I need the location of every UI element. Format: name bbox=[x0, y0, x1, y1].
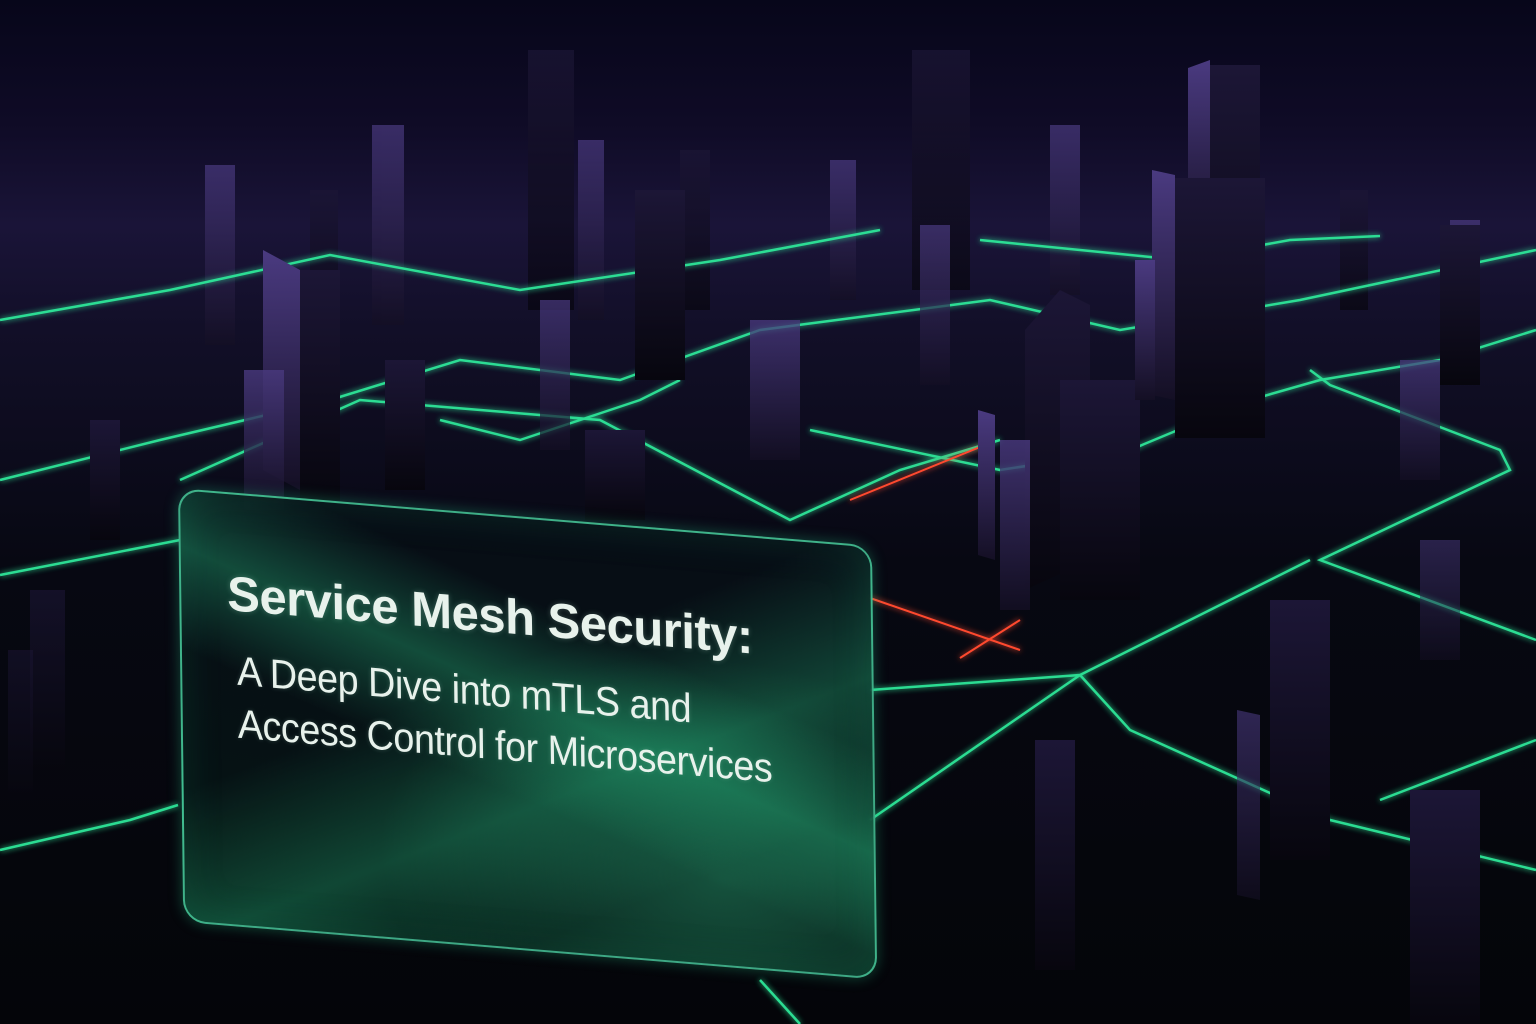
foreground-towers bbox=[8, 60, 1480, 1024]
title-card: Service Mesh Security: A Deep Dive into … bbox=[178, 488, 878, 980]
distant-towers bbox=[205, 50, 1480, 350]
card-subtitle: A Deep Dive into mTLS and Access Control… bbox=[236, 647, 773, 792]
laser-lines bbox=[849, 446, 1021, 659]
